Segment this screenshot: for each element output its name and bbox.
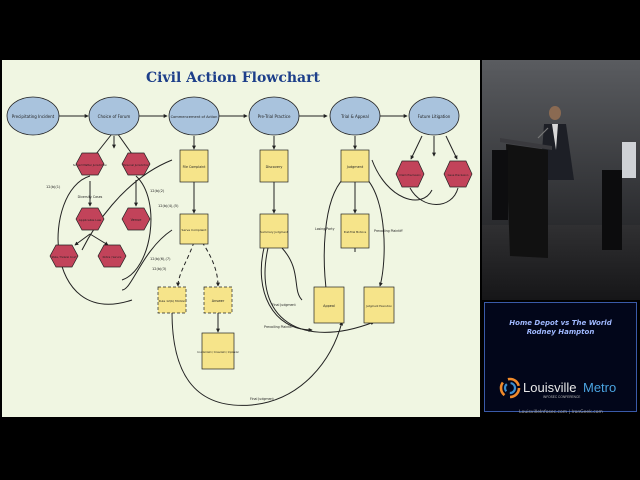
edge-label-12b6: 12(b)(6),(7) (150, 257, 171, 261)
conference-url: LouisvilleInfosec.com | IronGeek.com (519, 410, 603, 415)
hexagon-label: Notice / Service (103, 256, 122, 259)
logo-word-metro: Metro (583, 380, 616, 395)
box-label: Rule 12(b) Motion (159, 299, 186, 303)
edge-label-losing-party: Losing Party (315, 227, 335, 231)
stage-label-5: Trial & Appeal (340, 114, 369, 119)
edge-label-final-judgment: Final Judgment (272, 303, 296, 307)
box-summary-judgment: Summary Judgment (259, 213, 289, 249)
hexagon-label: Personal Jurisdiction (123, 163, 150, 167)
louisville-metro-swirl-icon (499, 377, 521, 399)
hexagon-claim-preclusion: Claim Preclusion (395, 160, 425, 188)
box-label: Judgment (346, 165, 364, 169)
lower-third-banner: Home Depot vs The World Rodney Hampton L… (482, 300, 640, 417)
box-label: Answer (212, 299, 225, 303)
box-label: Summary Judgment (260, 230, 289, 234)
edge-label-12b3: 12(b)(3) (152, 267, 167, 271)
box-post-trial-motions: Post-Trial Motions (340, 213, 370, 249)
stage-label-2: Choice of Forum (98, 114, 131, 119)
hexagon-label: Subject Matter Jurisdiction (73, 163, 108, 167)
louisville-metro-logo: Louisville Metro INFOSEC CONFERENCE (499, 377, 616, 399)
box-rule-12b-motion: Rule 12(b) Motion (157, 286, 187, 314)
talk-title: Home Depot vs The World (509, 319, 612, 327)
civil-action-flowchart: Civil Action Flowchart (6, 70, 473, 406)
box-serve-complaint: Serve Complaint (179, 213, 209, 245)
stage-ellipse-4: Pre-Trial Practice (248, 96, 300, 136)
logo-subtitle: INFOSEC CONFERENCE (543, 395, 580, 399)
logo-word-louisville: Louisville (523, 380, 576, 395)
hexagon-label: Venue (131, 218, 142, 222)
slide-title: Civil Action Flowchart (146, 70, 320, 86)
edge-label-12b1: 12(b)(1) (46, 185, 61, 189)
box-judgment-execution: Judgment Execution (363, 286, 395, 324)
edge-label-prevailing-plaintiff: Prevailing Plaintiff (374, 229, 403, 233)
edge-label-diversity: Diversity Cases (78, 195, 103, 199)
hexagon-personal: Personal Jurisdiction (121, 152, 151, 176)
edge-label-12b2: 12(b)(2) (150, 189, 165, 193)
box-appeal: Appeal (313, 286, 345, 324)
stage-label-4: Pre-Trial Practice (258, 114, 291, 119)
edge-label-final-judgment-2: Final Judgment (250, 397, 274, 401)
edge-label-prevailing-plaintiff-2: Prevailing Plaintiff (264, 325, 293, 329)
hexagon-venue: Venue (121, 207, 151, 231)
presentation-slide: Civil Action Flowchart (2, 60, 480, 417)
hexagon-state-federal: State / Federal Court (49, 244, 79, 268)
stage-ellipse-1: Precipitating Incident (6, 96, 60, 136)
edge-label-12b4: 12(b)(4),(5) (158, 204, 179, 208)
stage-label-3: Commencement of Action (171, 115, 218, 119)
lower-third-panel: Home Depot vs The World Rodney Hampton L… (484, 302, 637, 412)
box-label: Appeal (323, 304, 335, 308)
box-label: Serve Complaint (182, 228, 208, 232)
hexagon-issue-preclusion: Issue Preclusion (443, 160, 473, 188)
box-label: Counterclaim / Crossclaim / Impleader (197, 351, 239, 354)
box-label: Discovery (266, 165, 283, 169)
hexagon-label: Applicable Law (79, 218, 102, 222)
box-counterclaim: Counterclaim / Crossclaim / Impleader (197, 332, 239, 370)
box-file-complaint: File Complaint (179, 149, 209, 183)
box-label: File Complaint (183, 165, 206, 169)
stage-ellipse-2: Choice of Forum (88, 96, 140, 136)
speaker-video (482, 60, 640, 300)
stage-arrows (57, 114, 459, 406)
speaker-at-podium (492, 106, 636, 258)
stage-label-1: Precipitating Incident (12, 114, 55, 119)
stage-label-6: Future Litigation (418, 114, 451, 119)
hexagon-notice: Notice / Service (97, 244, 127, 268)
hexagon-subject-matter: Subject Matter Jurisdiction (73, 152, 108, 176)
hexagon-label: State / Federal Court (52, 256, 77, 259)
stage-ellipse-3: Commencement of Action (168, 96, 220, 136)
stage-ellipse-6: Future Litigation (408, 96, 460, 136)
hexagon-label: Issue Preclusion (448, 173, 469, 177)
speaker-name: Rodney Hampton (526, 328, 595, 336)
hexagon-applicable-law: Applicable Law (75, 207, 105, 231)
box-answer: Answer (203, 286, 233, 314)
box-discovery: Discovery (259, 149, 289, 183)
box-judgment: Judgment (340, 149, 370, 183)
box-label: Judgment Execution (365, 304, 392, 308)
hexagon-label: Claim Preclusion (399, 173, 421, 177)
box-label: Post-Trial Motions (344, 230, 367, 234)
stage-ellipse-5: Trial & Appeal (329, 96, 381, 136)
